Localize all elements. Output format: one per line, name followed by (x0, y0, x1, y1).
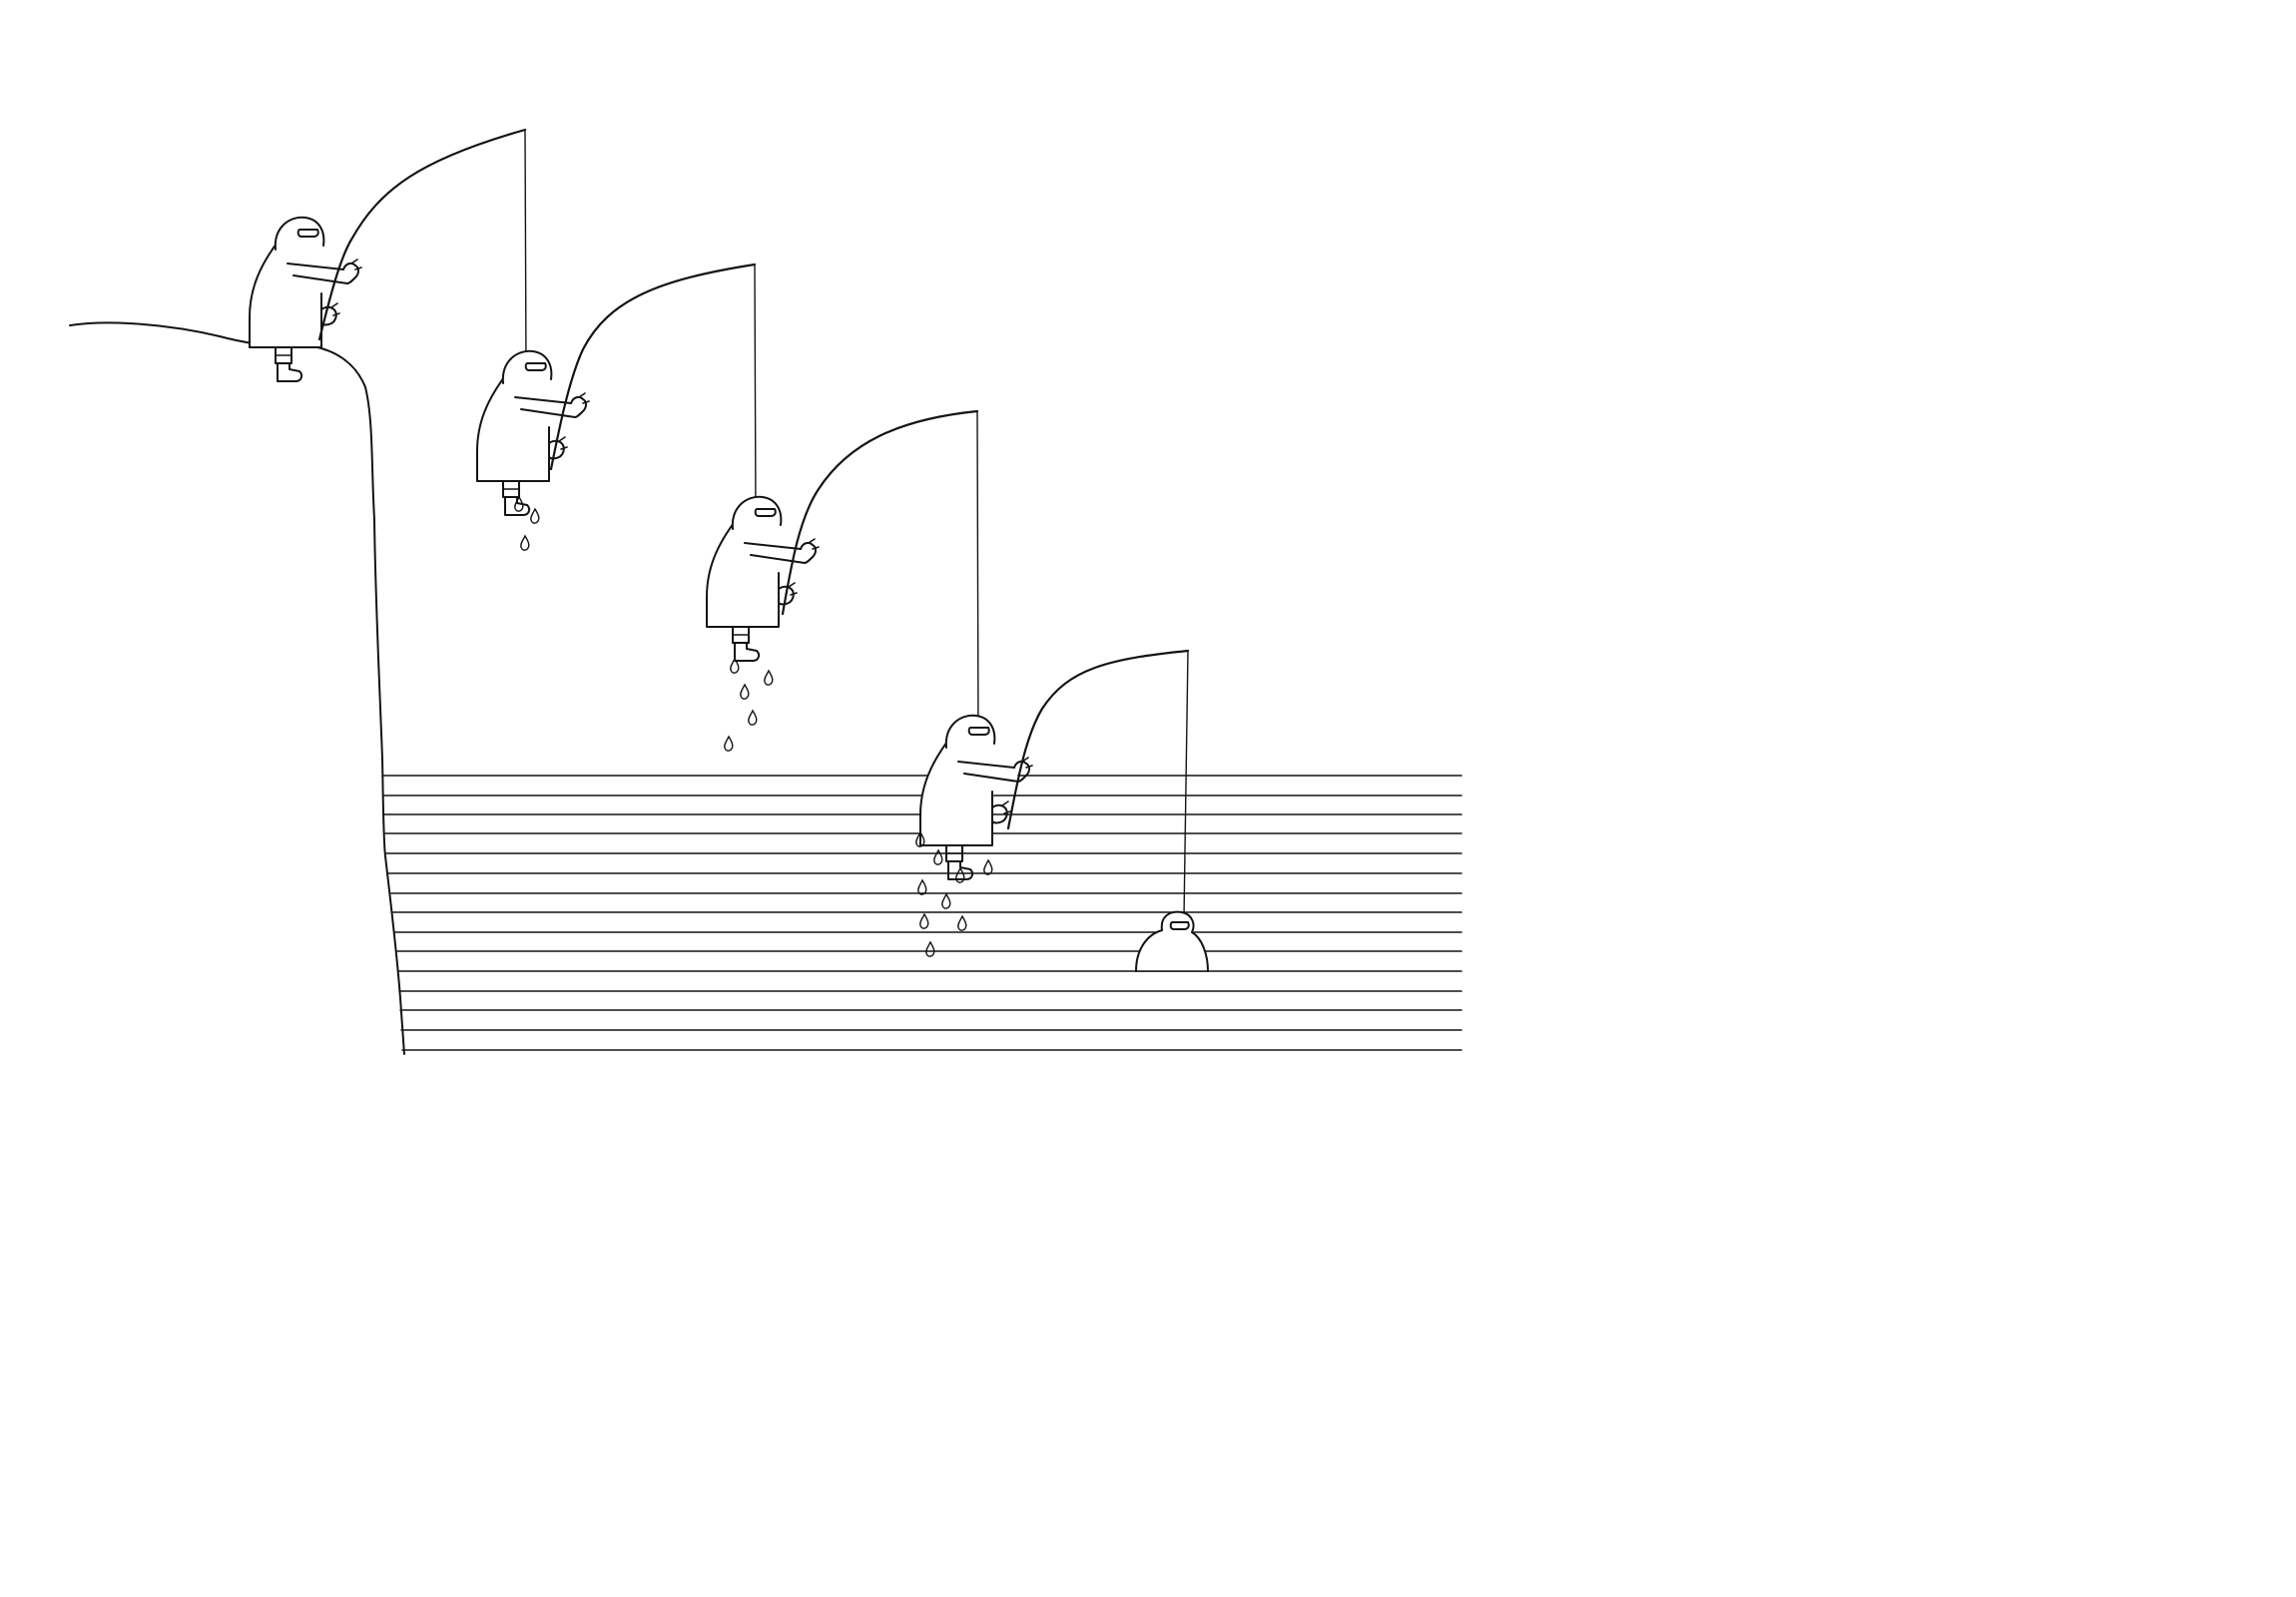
fishing-chain-cartoon (69, 128, 1462, 1055)
fisherman-hanging-1 (476, 263, 757, 551)
water (382, 775, 1462, 1051)
fisherman-hanging-2 (706, 409, 979, 752)
cliff (69, 321, 405, 1055)
fisherman-in-water (1135, 910, 1209, 972)
water-drops-2 (724, 658, 774, 752)
fisherman-on-cliff (249, 128, 527, 382)
water-drops-3 (915, 831, 993, 957)
fisherman-hanging-3 (915, 649, 1190, 957)
